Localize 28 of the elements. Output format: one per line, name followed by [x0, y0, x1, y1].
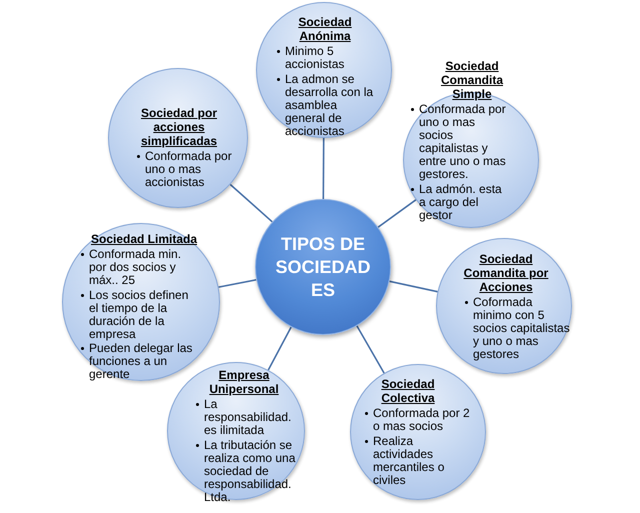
- bullet-text: Conformada min. por dos socios y máx.. 25: [81, 248, 197, 287]
- connector-line: [322, 138, 324, 199]
- bullet-text: Los socios definen el tiempo de la duración de la empresa: [81, 288, 197, 340]
- node-heading: Sociedad Comandita por Acciones: [462, 252, 550, 294]
- node-heading: Sociedad Comandita Simple: [440, 59, 504, 101]
- bullet-text: La responsabilidad. es ilimitada: [196, 398, 296, 437]
- bullet-text: La tributación se realiza como una sociedad de responsabilidad. Ltda.: [196, 438, 296, 504]
- node-heading: Empresa Unipersonal: [208, 368, 280, 396]
- bullet-text: Conformada por 2 o mas socios: [365, 407, 473, 433]
- bullet-text: Conformada por uno o mas accionistas: [137, 150, 235, 189]
- bullet-text: Minimo 5 accionistas: [277, 45, 376, 71]
- bullet-text: Realiza actividades mercantiles o civiles: [365, 434, 473, 486]
- node-heading: Sociedad Anónima: [297, 15, 353, 43]
- node-heading: Sociedad Colectiva: [380, 377, 436, 405]
- connector-line: [218, 279, 256, 288]
- node-heading: Sociedad por acciones simplificadas: [140, 106, 218, 148]
- center-title: TIPOS DE SOCIEDAD ES: [274, 232, 372, 302]
- bullet-text: La admon se desarrolla con la asamblea general de accionistas: [277, 72, 376, 138]
- connector-line: [389, 280, 438, 292]
- connector-line: [268, 326, 292, 370]
- bullet-text: Pueden delegar las funciones a un gerente: [81, 342, 197, 381]
- node-heading: Sociedad Limitada: [90, 232, 198, 246]
- connector-line: [378, 199, 416, 228]
- connector-line: [230, 184, 273, 222]
- bullet-text: La admón. esta a cargo del gestor: [411, 182, 507, 222]
- bullet-text: Conformada por uno o mas socios capitalistas y entre uno o mas gestores.: [411, 103, 507, 181]
- bullet-text: Coformada minimo con 5 socios capitalistas y uno o mas gestores: [465, 296, 572, 361]
- connector-line: [356, 326, 385, 374]
